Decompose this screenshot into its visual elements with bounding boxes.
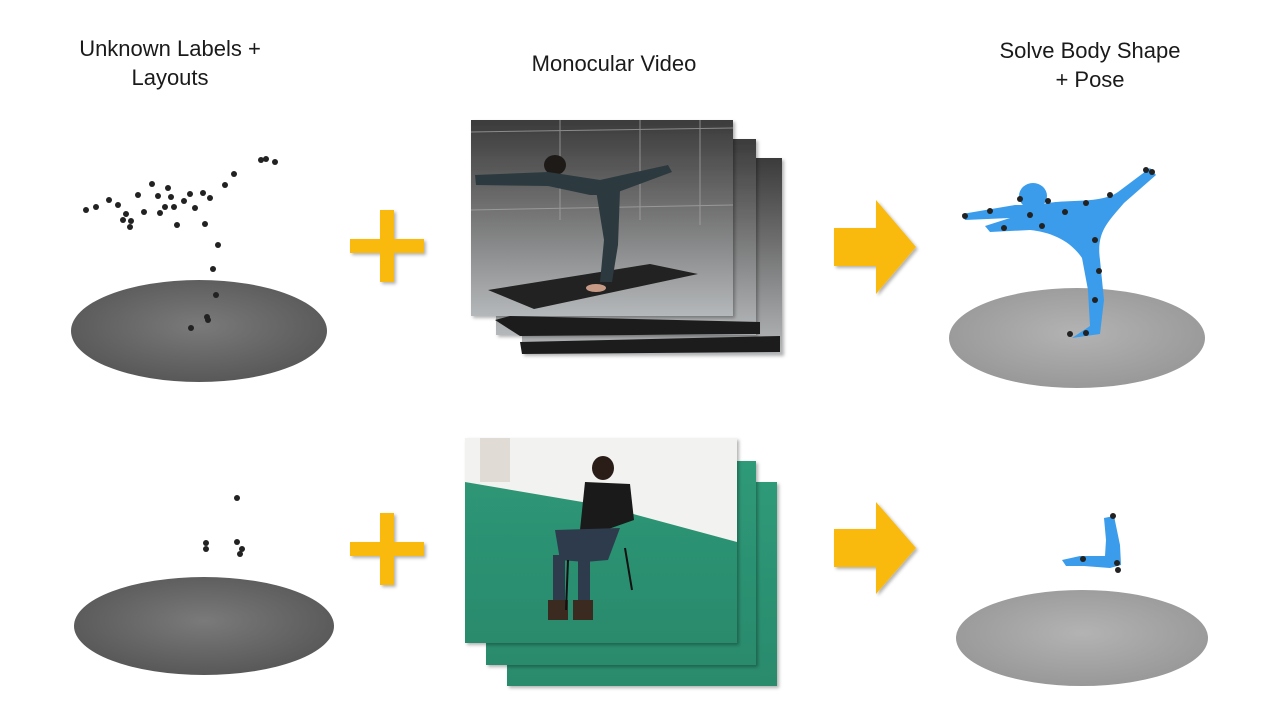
body-result-1 [949, 167, 1205, 388]
arm-mesh [1062, 516, 1121, 568]
body-markers [962, 167, 1155, 337]
plus-icon [350, 210, 424, 282]
arm-markers [1080, 513, 1121, 573]
yoga-figure [475, 155, 672, 292]
floor-disc [74, 577, 334, 675]
seated-figure [548, 456, 634, 620]
markers-scene-1 [71, 156, 327, 382]
markers-scene-2 [74, 495, 334, 675]
plus-icon [350, 513, 424, 585]
body-mesh [962, 168, 1156, 338]
arrow-right-icon [834, 200, 916, 294]
heading-unknown-labels: Unknown Labels + Layouts [79, 36, 261, 90]
floor-disc [71, 280, 327, 382]
body-result-2 [956, 513, 1208, 686]
floor-disc [956, 590, 1208, 686]
arrow-right-icon [834, 502, 916, 594]
video-frames-1 [470, 120, 782, 354]
floor-disc [949, 288, 1205, 388]
marker-cloud [83, 156, 278, 331]
heading-monocular-video: Monocular Video [531, 51, 697, 76]
marker-cloud [203, 495, 245, 557]
video-frames-2 [465, 438, 777, 686]
heading-solve-body: Solve Body Shape + Pose [999, 38, 1181, 92]
